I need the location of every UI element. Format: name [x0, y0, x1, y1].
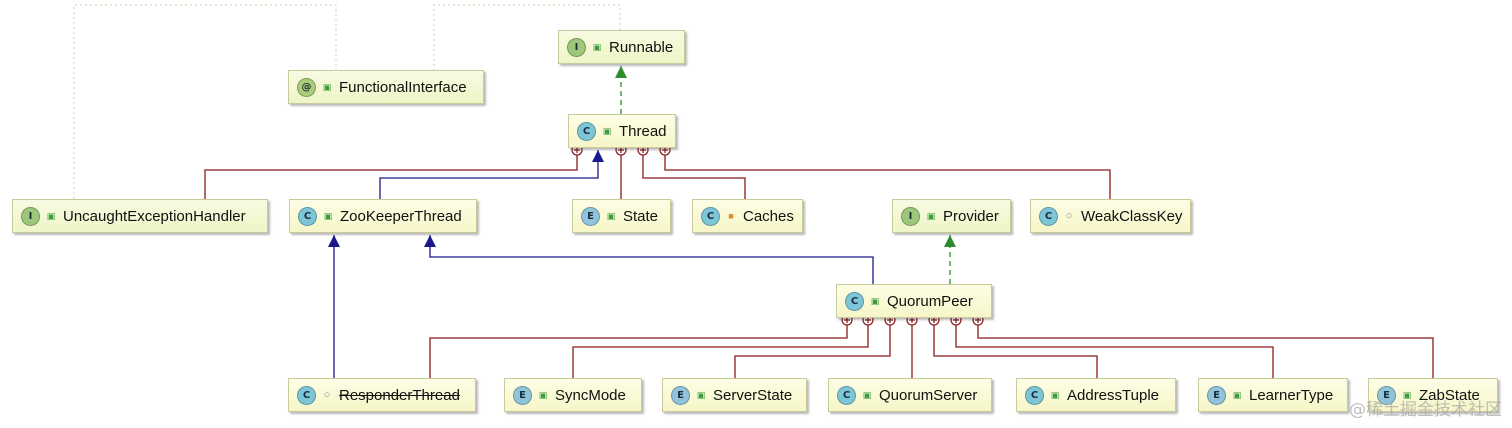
inner-class-plus-mark	[931, 317, 937, 323]
node-label: AddressTuple	[1067, 386, 1159, 404]
node-sync-mode[interactable]: E ▣ SyncMode	[504, 378, 642, 412]
inner-class-plus-mark	[975, 317, 981, 323]
interface-badge-icon: I	[901, 206, 920, 226]
class-badge-icon: C	[837, 385, 856, 405]
public-visibility-icon: ▣	[323, 210, 333, 221]
enum-badge-icon: E	[1207, 385, 1226, 405]
node-server-state[interactable]: E ▣ ServerState	[662, 378, 807, 412]
enum-badge-icon: E	[671, 385, 690, 405]
class-badge-icon: C	[1025, 385, 1044, 405]
edge-inner-learner-type	[955, 325, 1274, 378]
node-address-tuple[interactable]: C ▣ AddressTuple	[1016, 378, 1176, 412]
edge-extends-quorum-peer	[429, 235, 874, 284]
node-label: Thread	[619, 122, 667, 140]
public-visibility-icon: ▣	[696, 389, 706, 400]
node-quorum-peer[interactable]: C ▣ QuorumPeer	[836, 284, 992, 318]
inner-class-plus-mark	[618, 147, 624, 153]
arrowhead-icon	[592, 150, 604, 162]
inner-class-plus-mark	[640, 147, 646, 153]
edge-inner-sync-mode	[572, 325, 869, 378]
node-label: ResponderThread	[339, 386, 460, 404]
public-visibility-icon: ▣	[606, 210, 616, 221]
inner-class-plus-mark	[662, 147, 668, 153]
edge-inner-weak-class-key	[664, 155, 1111, 199]
class-badge-icon: C	[577, 121, 596, 141]
inner-class-plus-mark	[909, 317, 915, 323]
node-label: LearnerType	[1249, 386, 1334, 404]
edge-annotated-uncaught-exception-handler	[73, 4, 337, 199]
class-badge-icon: C	[701, 206, 720, 226]
arrowhead-icon	[424, 235, 436, 247]
class-badge-icon: C	[297, 385, 316, 405]
node-label: ZabState	[1419, 386, 1480, 404]
inner-class-plus-mark	[574, 147, 580, 153]
class-badge-icon: C	[298, 206, 317, 226]
node-label: ServerState	[713, 386, 793, 404]
node-label: SyncMode	[555, 386, 626, 404]
edges-layer	[73, 4, 1434, 378]
node-label: UncaughtExceptionHandler	[63, 207, 246, 225]
node-label: Provider	[943, 207, 999, 225]
package-visibility-icon: ○	[1065, 210, 1073, 222]
node-label: Caches	[743, 207, 794, 225]
node-label: QuorumPeer	[887, 292, 973, 310]
node-weak-class-key[interactable]: C ○ WeakClassKey	[1030, 199, 1191, 233]
arrowhead-icon	[944, 235, 956, 247]
inner-class-plus-mark	[844, 317, 850, 323]
public-visibility-icon: ▣	[1050, 389, 1060, 400]
arrowhead-icon	[615, 66, 627, 78]
inner-class-plus-mark	[953, 317, 959, 323]
interface-badge-icon: I	[567, 37, 586, 57]
node-learner-type[interactable]: E ▣ LearnerType	[1198, 378, 1348, 412]
node-label: State	[623, 207, 659, 225]
watermark: @稀土掘金技术社区	[1349, 400, 1502, 420]
edge-inner-uncaught-exception-handler	[204, 155, 578, 199]
public-visibility-icon: ▣	[46, 210, 56, 221]
edge-inner-server-state	[734, 325, 891, 378]
inner-class-plus-mark	[865, 317, 871, 323]
public-visibility-icon: ▣	[538, 389, 548, 400]
public-visibility-icon: ▣	[1402, 389, 1412, 400]
class-badge-icon: C	[845, 291, 864, 311]
node-responder-thread[interactable]: C ○ ResponderThread	[288, 378, 476, 412]
node-runnable[interactable]: I ▣ Runnable	[558, 30, 685, 64]
class-badge-icon: C	[1039, 206, 1058, 226]
node-label: ZooKeeperThread	[340, 207, 462, 225]
node-state[interactable]: E ▣ State	[572, 199, 671, 233]
public-visibility-icon: ▣	[870, 295, 880, 306]
edge-inner-responder-thread	[429, 325, 848, 378]
node-thread[interactable]: C ▣ Thread	[568, 114, 676, 148]
public-visibility-icon: ▣	[926, 210, 936, 221]
node-uncaught-exception-handler[interactable]: I ▣ UncaughtExceptionHandler	[12, 199, 268, 233]
inner-class-plus-mark	[887, 317, 893, 323]
node-caches[interactable]: C ■ Caches	[692, 199, 803, 233]
node-label: QuorumServer	[879, 386, 978, 404]
enum-badge-icon: E	[513, 385, 532, 405]
public-visibility-icon: ▣	[602, 125, 612, 136]
edge-inner-address-tuple	[933, 325, 1098, 378]
enum-badge-icon: E	[581, 206, 600, 226]
edge-inner-zab-state	[977, 325, 1434, 378]
private-visibility-icon: ■	[728, 211, 734, 221]
node-functional-interface[interactable]: @ ▣ FunctionalInterface	[288, 70, 484, 104]
node-label: FunctionalInterface	[339, 78, 467, 96]
edge-extends-zookeeper-thread	[379, 150, 599, 199]
node-zookeeper-thread[interactable]: C ▣ ZooKeeperThread	[289, 199, 477, 233]
public-visibility-icon: ▣	[322, 81, 332, 92]
node-zab-state[interactable]: E ▣ ZabState	[1368, 378, 1498, 412]
public-visibility-icon: ▣	[592, 41, 602, 52]
package-visibility-icon: ○	[323, 389, 331, 401]
interface-badge-icon: I	[21, 206, 40, 226]
public-visibility-icon: ▣	[862, 389, 872, 400]
edge-inner-caches	[642, 155, 746, 199]
enum-badge-icon: E	[1377, 385, 1396, 405]
public-visibility-icon: ▣	[1232, 389, 1242, 400]
node-quorum-server[interactable]: C ▣ QuorumServer	[828, 378, 992, 412]
annotation-badge-icon: @	[297, 77, 316, 97]
node-provider[interactable]: I ▣ Provider	[892, 199, 1011, 233]
node-label: Runnable	[609, 38, 674, 56]
node-label: WeakClassKey	[1081, 207, 1183, 225]
arrowhead-icon	[328, 235, 340, 247]
